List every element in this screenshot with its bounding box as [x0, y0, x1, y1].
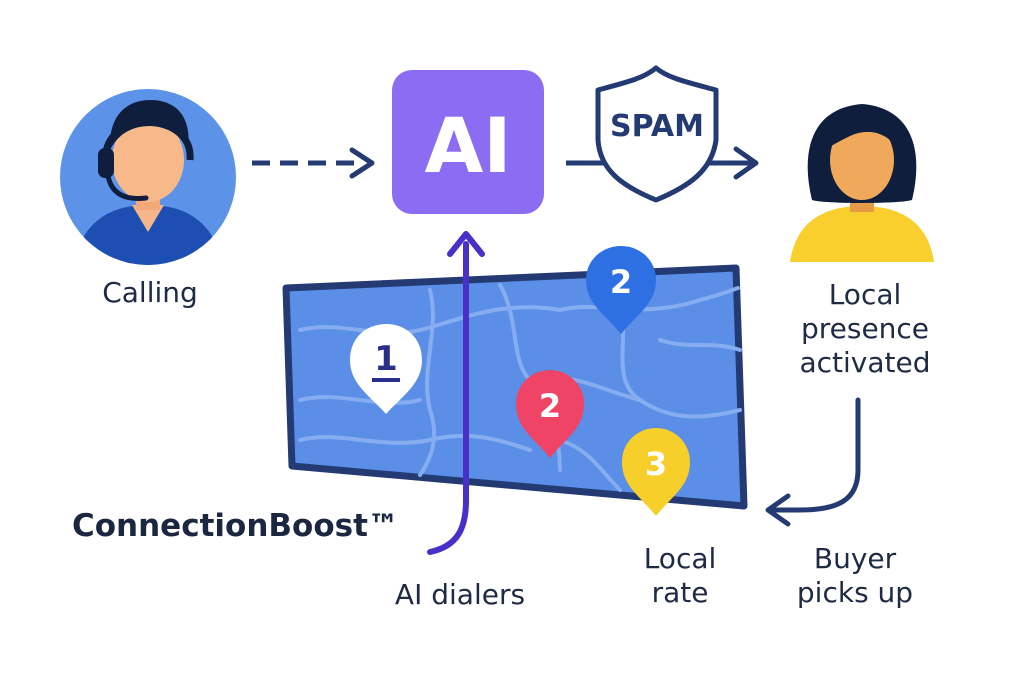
ai-dialers-arrow: [427, 231, 485, 555]
brand-name: ConnectionBoost™: [72, 508, 399, 544]
ai-box: AI: [392, 70, 544, 214]
spam-shield-text: SPAM: [610, 109, 704, 144]
map-pin-2-blue-number: 2: [610, 263, 632, 301]
local-presence-line-1: Local: [828, 278, 902, 311]
map-pin-2-red: 2: [516, 370, 584, 458]
map-roads: [298, 283, 742, 492]
local-rate-line-1: Local: [643, 542, 717, 575]
caller-avatar: [60, 89, 236, 265]
local-presence-line-2: presence: [800, 312, 930, 345]
calling-label: Calling: [102, 276, 198, 309]
local-rate-line-2: rate: [651, 576, 709, 609]
map-pin-2-red-number: 2: [539, 387, 561, 425]
map-pin-1: 1: [350, 324, 422, 414]
map: 1 2 2 3: [282, 246, 748, 516]
dashed-arrow-to-ai: [252, 147, 375, 179]
map-pin-1-number: 1: [374, 339, 398, 379]
local-presence-label: Local presence activated: [765, 278, 965, 380]
buyer-picks-up-label: Buyer picks up: [775, 542, 935, 610]
pickup-arrow: [765, 397, 861, 527]
local-rate-label: Local rate: [610, 542, 750, 610]
local-presence-line-3: activated: [799, 346, 931, 379]
map-pin-3-number: 3: [645, 445, 667, 483]
ai-box-text: AI: [424, 101, 511, 190]
spam-shield: SPAM: [595, 65, 719, 203]
buyer-picks-up-line-1: Buyer: [813, 542, 897, 575]
map-pin-3: 3: [622, 428, 690, 516]
buyer-avatar: [790, 104, 934, 262]
ai-dialers-label: AI dialers: [394, 578, 526, 611]
buyer-picks-up-line-2: picks up: [796, 576, 914, 609]
map-pin-2-blue: 2: [586, 246, 656, 334]
